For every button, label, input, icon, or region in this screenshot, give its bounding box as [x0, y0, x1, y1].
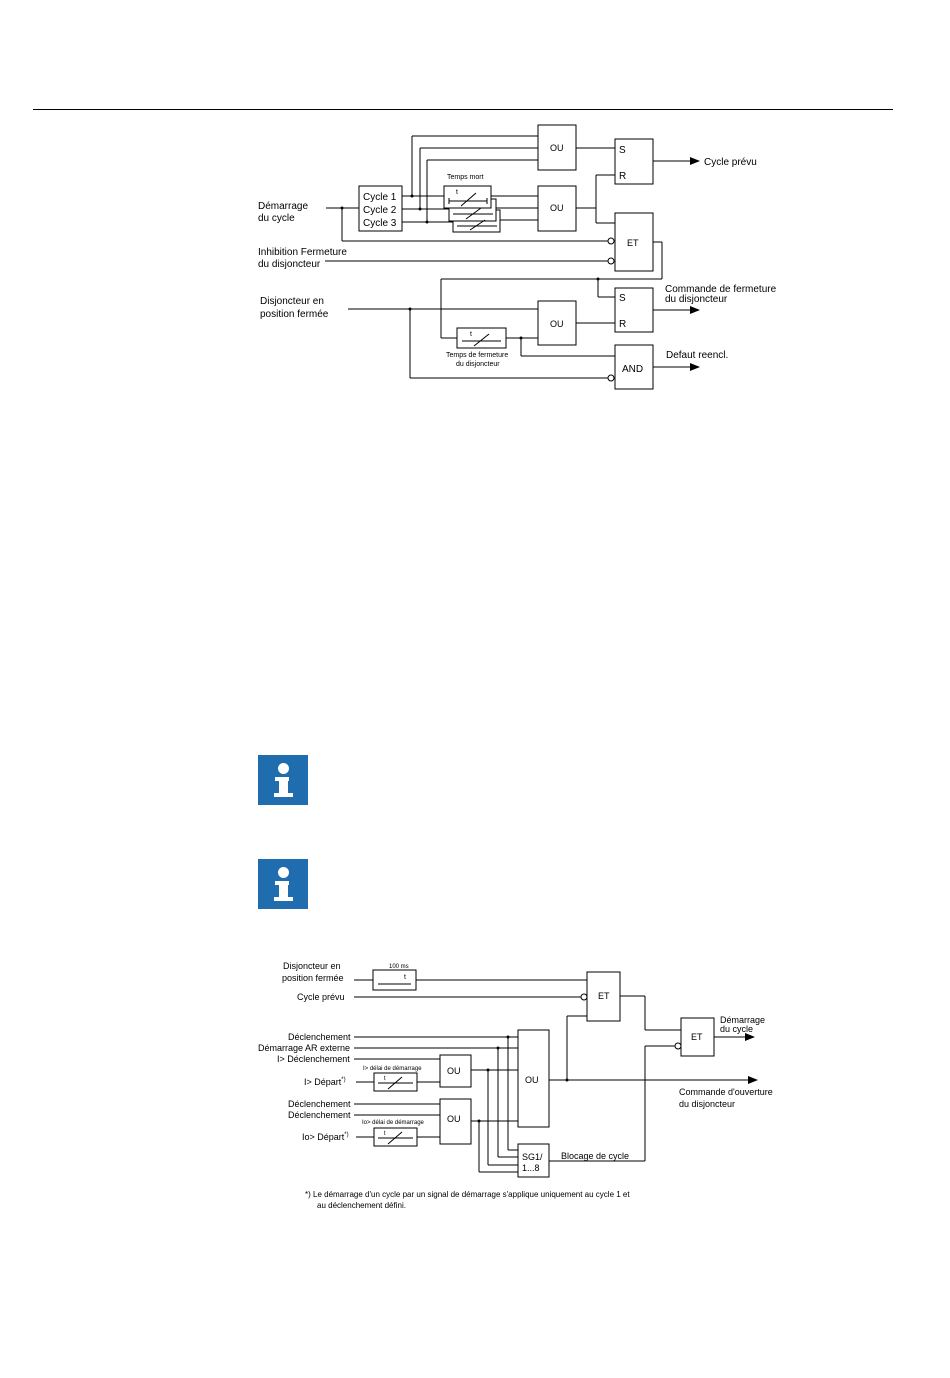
header-rule	[33, 109, 893, 110]
d2-input-disjoncteur-1: Disjoncteur en	[283, 961, 341, 971]
output-cycle-prevu: Cycle prévu	[704, 157, 757, 168]
output-commande-line1: Commande de fermeture	[665, 284, 777, 295]
input-disjoncteur-line2: position fermée	[260, 309, 329, 320]
d2-et2-invert	[674, 1042, 682, 1050]
timer-t-label: t	[456, 189, 458, 196]
timer-fermeture-t: t	[470, 331, 472, 338]
input-demarrage-line1: Démarrage	[258, 201, 308, 212]
temps-fermeture-line2: du disjoncteur	[456, 361, 500, 368]
d2-output-ouverture-2: du disjoncteur	[679, 1099, 735, 1109]
and-gate	[614, 344, 654, 390]
timer-1	[443, 185, 492, 209]
d2-et-gate-2	[680, 1017, 715, 1057]
d2-timer-i-t: t	[384, 1076, 386, 1082]
timer-fermeture	[456, 327, 507, 349]
cycle-selector-box	[358, 185, 403, 232]
input-inhibition-line2: du disjoncteur	[258, 259, 321, 270]
d2-output-demarrage-1: Démarrage	[720, 1015, 765, 1025]
d2-et2-label: ET	[691, 1032, 703, 1042]
d2-footnote-1: *) Le démarrage d'un cycle par un signal…	[305, 1190, 630, 1199]
timer-100ms	[372, 969, 417, 991]
temps-mort-label: Temps mort	[447, 174, 484, 181]
sr2-s-label: S	[619, 293, 626, 304]
d2-input-disjoncteur-2: position fermée	[282, 973, 344, 983]
output-commande-line2: du disjoncteur	[665, 294, 728, 305]
d2-et1-invert	[580, 993, 588, 1001]
ou-gate-low-label: OU	[550, 319, 564, 329]
info-icon	[258, 859, 308, 909]
et-gate-label: ET	[627, 238, 639, 248]
d2-ou-main-label: OU	[525, 1075, 539, 1085]
et-invert-2	[607, 257, 615, 265]
sr1-r-label: R	[619, 171, 626, 182]
d2-ou-gate-io	[439, 1098, 472, 1145]
and-invert	[607, 374, 615, 382]
ou-gate-top-label: OU	[550, 143, 564, 153]
d2-output-ouverture-1: Commande d'ouverture	[679, 1087, 773, 1097]
input-disjoncteur-line1: Disjoncteur en	[260, 296, 324, 307]
d2-et1-label: ET	[598, 991, 610, 1001]
d2-ou-gate-i	[439, 1054, 472, 1088]
d2-sg2-label: 1...8	[522, 1163, 540, 1173]
timer-100ms-label: 100 ms	[389, 964, 409, 970]
d2-output-demarrage-2: du cycle	[720, 1024, 753, 1034]
d2-ou-io-label: OU	[447, 1114, 461, 1124]
temps-fermeture-line1: Temps de fermeture	[446, 352, 508, 359]
d2-input-i-decl: I> Déclenchement	[277, 1054, 350, 1064]
d2-input-decl3: Déclenchement	[288, 1110, 351, 1120]
info-icon	[258, 755, 308, 805]
and-gate-label: AND	[622, 364, 643, 375]
d2-sg1-label: SG1/	[522, 1152, 543, 1162]
timer-100-t: t	[404, 974, 406, 981]
et-gate	[614, 212, 654, 272]
input-inhibition-line1: Inhibition Fermeture	[258, 247, 347, 258]
ou-gate-top	[537, 124, 577, 171]
d2-input-i-depart: I> Départ*)	[304, 1077, 346, 1087]
cycle-3-label: Cycle 3	[363, 218, 397, 229]
cycle-1-label: Cycle 1	[363, 192, 397, 203]
d2-output-blocage: Blocage de cycle	[561, 1151, 629, 1161]
d2-ou-gate-main	[517, 1029, 550, 1128]
d2-input-decl2: Déclenchement	[288, 1099, 351, 1109]
sr2-r-label: R	[619, 319, 626, 330]
ou-gate-mid	[537, 185, 577, 232]
d2-sg1-block	[517, 1143, 550, 1178]
output-defaut: Defaut reencl.	[666, 350, 728, 361]
d2-input-decl1: Déclenchement	[288, 1032, 351, 1042]
sr-latch-1	[614, 138, 654, 185]
d2-timer-io-t: t	[384, 1131, 386, 1137]
et-invert-1	[607, 237, 615, 245]
input-demarrage-line2: du cycle	[258, 213, 295, 224]
sr1-s-label: S	[619, 145, 626, 156]
d2-delai-io: Io> délai de démarrage	[362, 1120, 425, 1126]
d2-input-io-depart: Io> Départ*)	[302, 1132, 349, 1142]
ou-gate-low	[537, 300, 577, 346]
ou-gate-mid-label: OU	[550, 203, 564, 213]
d2-footnote-2: au déclenchement défini.	[317, 1201, 406, 1210]
d2-delai-i: I> délai de démarrage	[363, 1066, 422, 1072]
cycle-2-label: Cycle 2	[363, 205, 397, 216]
d2-ou-i-label: OU	[447, 1066, 461, 1076]
d2-input-cycle-prevu: Cycle prévu	[297, 992, 345, 1002]
d2-input-demarrage-ar: Démarrage AR externe	[258, 1043, 350, 1053]
diagram-cycle-start: Disjoncteur en position fermée 100 ms t …	[258, 961, 773, 1210]
